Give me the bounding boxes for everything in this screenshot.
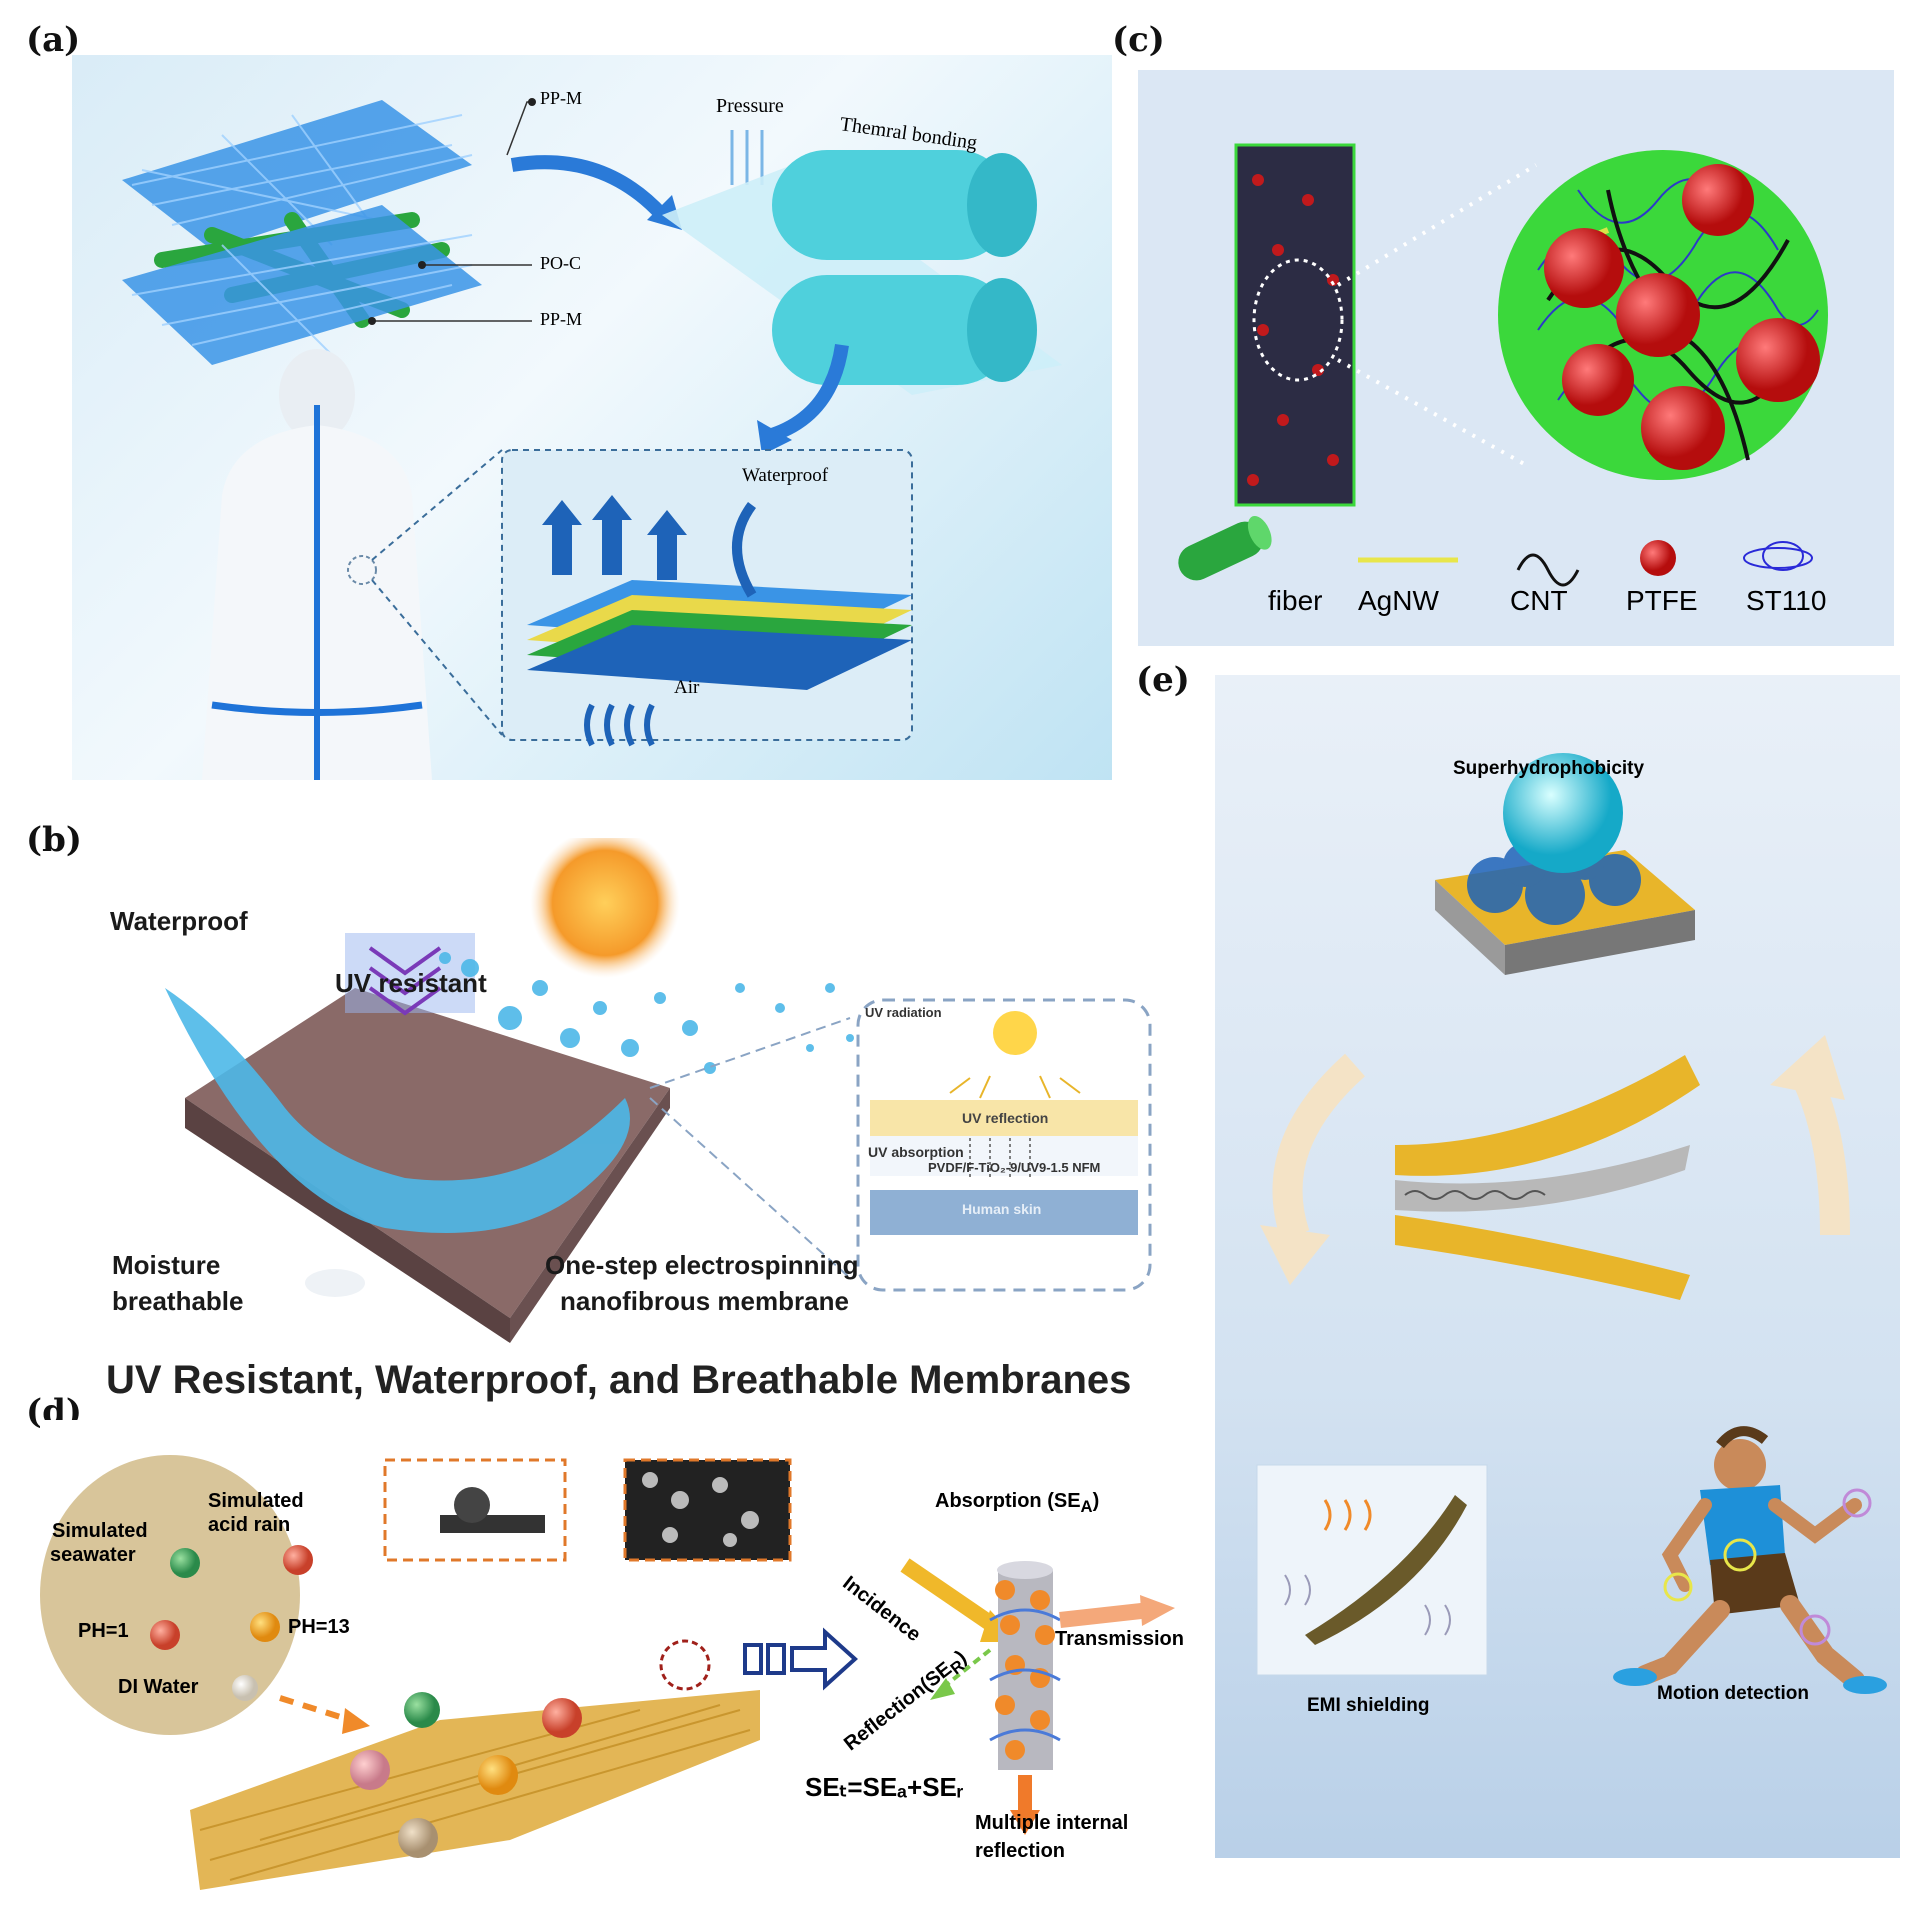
- se-equation: SEₜ=SEₐ+SEᵣ: [805, 1772, 964, 1802]
- panel-label-c: (c): [1112, 20, 1165, 60]
- po-c-label: PO-C: [540, 253, 582, 273]
- air-label: Air: [674, 677, 700, 698]
- uv-resistant-label: UV resistant: [335, 968, 487, 998]
- simulated-seawater-label-1: Simulated: [52, 1520, 148, 1542]
- one-step-label-2: nanofibrous membrane: [560, 1286, 849, 1316]
- waterproof-label: Waterproof: [110, 906, 248, 936]
- panel-c: fiber AgNW CNT PTFE ST110: [1138, 70, 1894, 646]
- thermal-rollers: [772, 150, 1037, 385]
- legend-st110-label: ST110: [1746, 585, 1827, 616]
- panel-e-illustration: [1256, 753, 1887, 1694]
- moisture-label: Moisture: [112, 1250, 221, 1280]
- panel-e: Superhydrophobicity EMI shielding Motion…: [1215, 675, 1900, 1858]
- pp-m-bottom-layer: [122, 205, 482, 365]
- legend-fiber-label: fiber: [1268, 585, 1323, 616]
- panel-d: Simulated acid rain Simulated seawater P…: [40, 1420, 1210, 1900]
- membrane-label: PVDF/F-TiO₂-9/UV9-1.5 NFM: [928, 1160, 1101, 1175]
- absorption-label: Absorption (SEA): [935, 1490, 1100, 1516]
- superhydrophobicity-label: Superhydrophobicity: [1453, 758, 1645, 779]
- legend-ptfe-icon: [1640, 540, 1676, 576]
- panel-a-illustration: [122, 98, 1062, 780]
- legend-cnt-icon: [1516, 553, 1580, 587]
- uv-absorption-label: UV absorption: [868, 1144, 964, 1160]
- runner-figure: [1613, 1426, 1887, 1694]
- panel-c-illustration: [1178, 143, 1828, 587]
- legend-agnw-label: AgNW: [1358, 585, 1439, 616]
- ph1-label: PH=1: [78, 1620, 129, 1642]
- legend-cnt-label: CNT: [1510, 585, 1568, 616]
- uv-reflection-label: UV reflection: [962, 1110, 1049, 1126]
- legend-fiber-icon: [1178, 515, 1272, 581]
- multiple-reflection-label-2: reflection: [975, 1840, 1066, 1862]
- ph13-label: PH=13: [288, 1616, 350, 1638]
- panel-a: PP-M PO-C PP-M Pressure Themral bonding …: [72, 55, 1112, 780]
- one-step-label-1: One-step electrospinning: [545, 1250, 859, 1280]
- panel-label-e: (e): [1136, 660, 1190, 700]
- simulated-seawater-label-2: seawater: [50, 1544, 136, 1566]
- pp-m-top-layer: [122, 100, 473, 250]
- motion-detection-label: Motion detection: [1657, 1683, 1809, 1704]
- protective-suit: [202, 349, 432, 780]
- panel-d-illustration: [40, 1455, 1175, 1890]
- transmission-label: Transmission: [1055, 1628, 1184, 1650]
- simulated-acid-label-1: Simulated: [208, 1490, 304, 1512]
- emi-shielding-label: EMI shielding: [1307, 1695, 1430, 1716]
- multiple-reflection-label-1: Multiple internal: [975, 1812, 1129, 1834]
- panel-b: Waterproof UV resistant Moisture breatha…: [90, 838, 1195, 1358]
- legend-st110-icon: [1743, 541, 1813, 571]
- panel-label-a: (a): [26, 20, 81, 60]
- breathable-label: breathable: [112, 1286, 244, 1316]
- panel-label-b: (b): [26, 820, 82, 860]
- simulated-acid-label-2: acid rain: [208, 1514, 291, 1536]
- di-water-label: DI Water: [118, 1676, 199, 1698]
- pp-m-top-label: PP-M: [540, 88, 583, 108]
- waterproof-laminate: [527, 580, 912, 690]
- waterproof-label: Waterproof: [742, 465, 829, 486]
- pressure-label: Pressure: [716, 95, 784, 117]
- panel-b-title: UV Resistant, Waterproof, and Breathable…: [106, 1358, 1132, 1402]
- uv-radiation-label: UV radiation: [865, 1005, 942, 1020]
- legend-ptfe-label: PTFE: [1626, 585, 1698, 616]
- human-skin-label: Human skin: [962, 1201, 1042, 1217]
- pp-m-bottom-label: PP-M: [540, 309, 583, 329]
- panel-b-illustration: [165, 838, 1152, 1343]
